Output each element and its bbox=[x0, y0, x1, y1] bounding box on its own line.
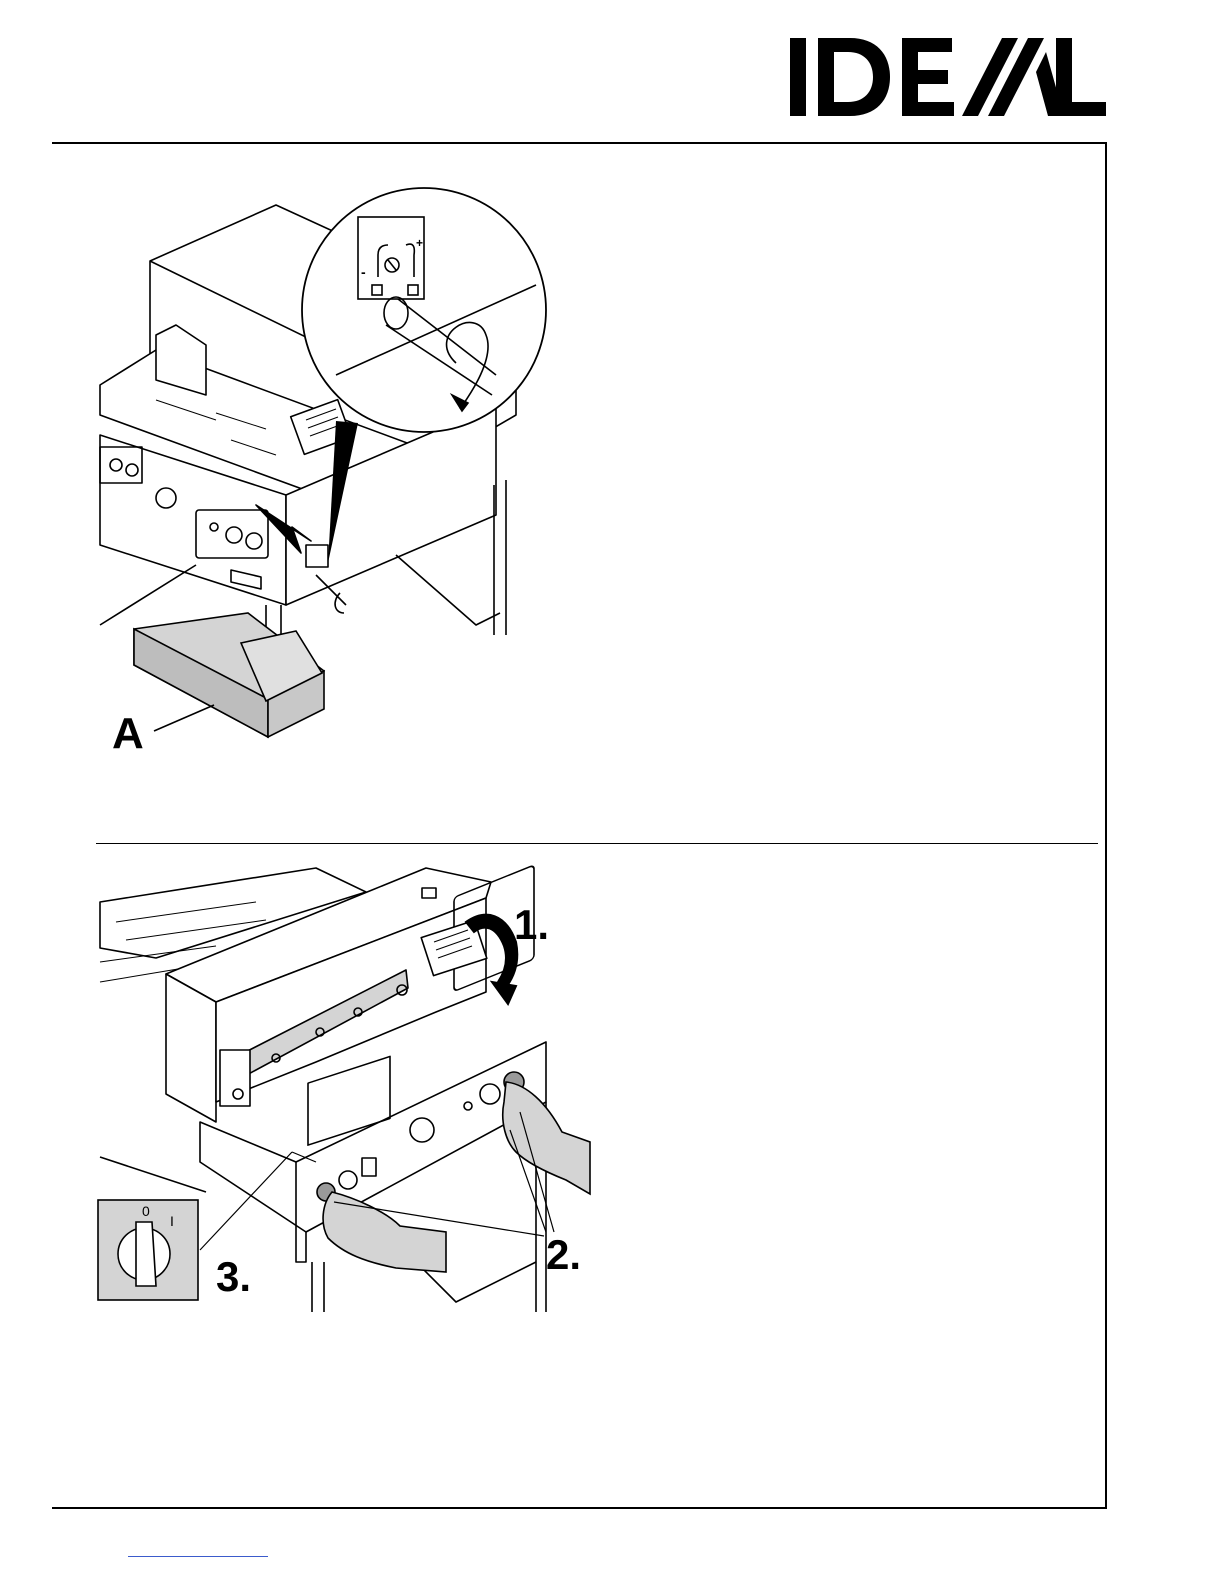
dial-minus-mark: - bbox=[361, 264, 366, 280]
step-2-label: 2. bbox=[546, 1234, 581, 1276]
label-a: A bbox=[112, 712, 144, 756]
footer-link-underline bbox=[128, 1556, 268, 1557]
dial-plus-mark: + bbox=[416, 236, 423, 250]
top-rule bbox=[52, 142, 1107, 144]
bottom-rule bbox=[52, 1507, 1107, 1509]
switch-on-mark: I bbox=[170, 1213, 174, 1229]
middle-rule bbox=[96, 843, 1098, 844]
right-rule bbox=[1105, 142, 1107, 1508]
step-1-label: 1. bbox=[514, 904, 549, 946]
step-3-label: 3. bbox=[216, 1256, 251, 1298]
ideal-logo bbox=[790, 36, 1106, 118]
switch-off-mark: 0 bbox=[142, 1203, 150, 1219]
cutter-knife-adjust-illustration: - + bbox=[96, 185, 556, 785]
